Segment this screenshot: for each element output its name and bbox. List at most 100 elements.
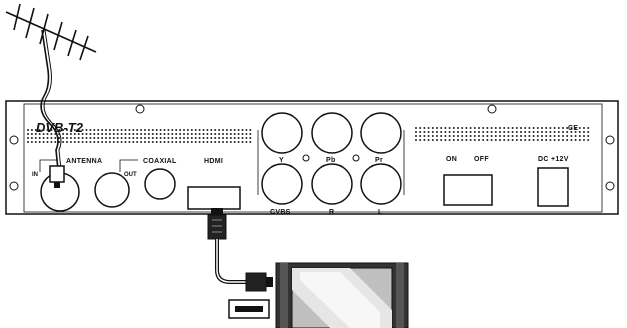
television-icon xyxy=(275,262,409,328)
vent-dot xyxy=(124,129,127,131)
vent-dot xyxy=(34,129,37,131)
antenna-label: ANTENNA xyxy=(66,158,102,165)
vent-dot xyxy=(81,141,84,143)
vent-dot xyxy=(245,133,248,135)
y-port[interactable] xyxy=(261,112,303,154)
vent-dot xyxy=(583,135,585,137)
vent-dot xyxy=(448,131,451,133)
vent-dot xyxy=(562,139,564,141)
vent-dot xyxy=(545,127,548,129)
vent-dot xyxy=(469,131,472,133)
vent-dot xyxy=(549,135,552,137)
pr-port[interactable] xyxy=(360,112,402,154)
cvbs-port[interactable] xyxy=(261,163,303,205)
vent-dot xyxy=(151,129,154,131)
vent-dot xyxy=(249,137,252,139)
vent-dot xyxy=(427,131,430,133)
vent-dot xyxy=(507,127,510,129)
vent-dot xyxy=(198,141,201,143)
vent-dot xyxy=(58,129,61,131)
vent-dot xyxy=(163,129,166,131)
vent-dot xyxy=(50,137,53,139)
vent-dot xyxy=(147,133,150,135)
pb-port[interactable] xyxy=(311,112,353,154)
vent-dot xyxy=(452,135,455,137)
vent-dot xyxy=(93,137,96,139)
vent-dot xyxy=(202,133,205,135)
vent-dot xyxy=(419,139,422,141)
vent-dot xyxy=(50,133,53,135)
dc-input-port[interactable] xyxy=(537,167,569,207)
vent-dot xyxy=(101,129,104,131)
vent-dot xyxy=(66,137,68,139)
vent-dot xyxy=(218,133,221,135)
vent-dot xyxy=(175,137,178,139)
antenna-out-label: OUT xyxy=(124,172,137,178)
vent-dot xyxy=(38,129,41,131)
vent-dot xyxy=(85,129,88,131)
vent-dot xyxy=(167,141,170,143)
vent-dot xyxy=(482,135,485,137)
vent-dot xyxy=(440,139,443,141)
vent-dot xyxy=(132,129,135,131)
vent-dot xyxy=(490,131,493,133)
power-switch[interactable] xyxy=(443,174,493,206)
vent-dot xyxy=(206,133,209,135)
vent-dot xyxy=(163,141,166,143)
vent-dot xyxy=(97,137,100,139)
vent-dot xyxy=(553,127,556,129)
vent-dot xyxy=(50,141,53,143)
vent-dot xyxy=(112,141,115,143)
vent-dot xyxy=(128,137,131,139)
vent-dot xyxy=(524,131,527,133)
vent-dot xyxy=(62,133,65,135)
vent-dot xyxy=(225,137,228,139)
vent-dot xyxy=(423,131,426,133)
vent-dot xyxy=(66,141,68,143)
vent-dot xyxy=(427,139,430,141)
vent-dot xyxy=(528,135,531,137)
vent-dot xyxy=(179,129,182,131)
vent-dot xyxy=(202,129,205,131)
vent-dot xyxy=(482,131,485,133)
vent-dot xyxy=(229,141,232,143)
vent-dot xyxy=(461,139,464,141)
vent-dot xyxy=(457,135,459,137)
l-port[interactable] xyxy=(360,163,402,205)
vent-dot xyxy=(186,141,189,143)
vent-dot xyxy=(465,127,468,129)
antenna-out-port[interactable] xyxy=(94,172,130,208)
vent-dot xyxy=(566,127,569,129)
vent-dot xyxy=(120,141,123,143)
vent-dot xyxy=(124,137,127,139)
vent-dot xyxy=(85,133,88,135)
vent-dot xyxy=(42,137,45,139)
vent-dot xyxy=(27,141,29,143)
vent-dot xyxy=(34,137,37,139)
vent-dot xyxy=(507,139,510,141)
vent-dot xyxy=(570,135,573,137)
av-output-block: Y Pb Pr CVBS R L xyxy=(257,112,405,216)
r-port[interactable] xyxy=(311,163,353,205)
l-label: L xyxy=(378,209,383,216)
coaxial-port[interactable] xyxy=(144,168,176,200)
vent-dot xyxy=(499,127,501,129)
vent-dot xyxy=(478,139,480,141)
panel-inner-border xyxy=(23,103,603,213)
vent-dot xyxy=(478,135,480,137)
vent-dot xyxy=(218,129,221,131)
vent-dot xyxy=(112,137,115,139)
vent-dot xyxy=(515,131,518,133)
vent-dot xyxy=(440,131,443,133)
vent-dot xyxy=(490,135,493,137)
vent-dot xyxy=(528,139,531,141)
vent-dot xyxy=(574,135,577,137)
vent-dot xyxy=(532,127,535,129)
vent-dot xyxy=(34,133,37,135)
vent-dot xyxy=(237,133,240,135)
hdmi-port[interactable] xyxy=(187,186,241,210)
vent-dot xyxy=(136,137,139,139)
vent-dot xyxy=(578,131,581,133)
vent-dot xyxy=(578,139,581,141)
av-bracket xyxy=(257,130,405,195)
